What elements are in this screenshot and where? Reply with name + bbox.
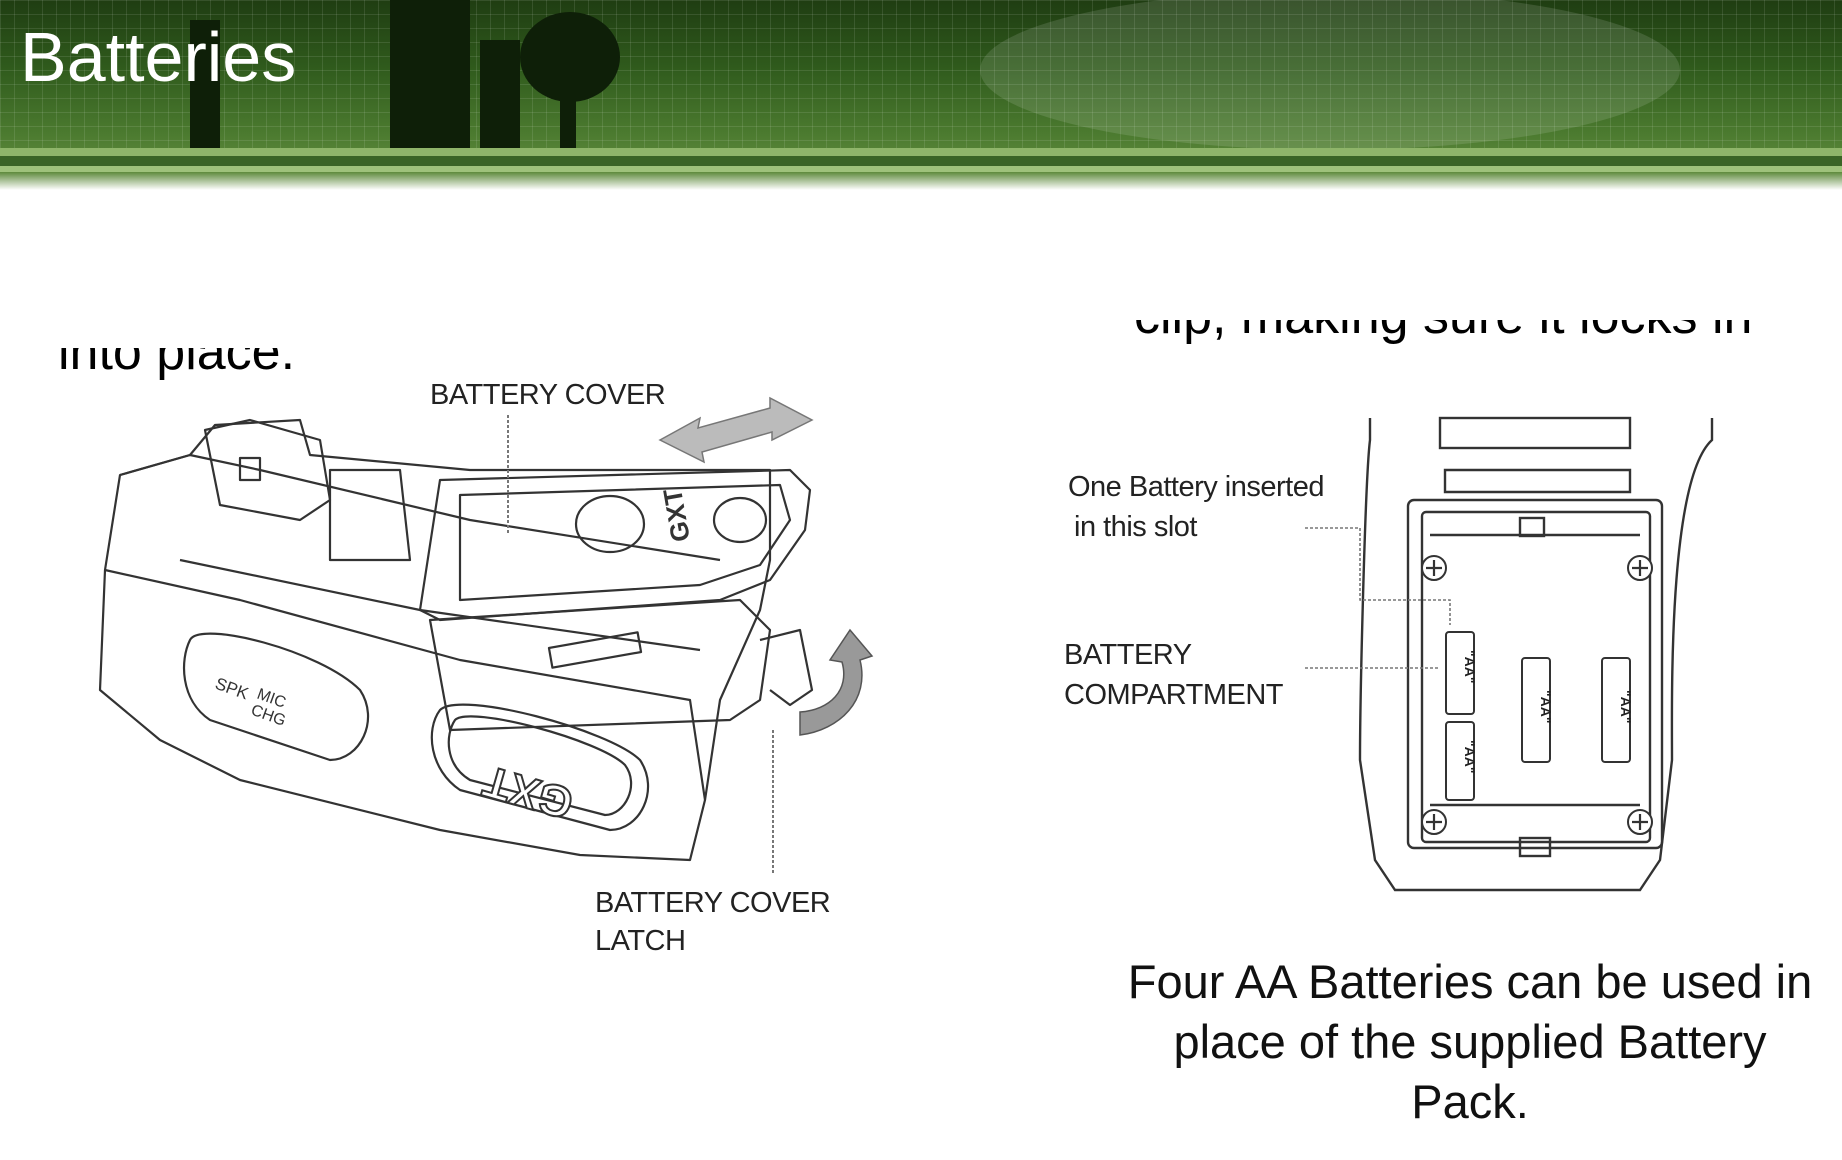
bottom-tab: [1518, 836, 1552, 858]
radio-back-outline: [1358, 418, 1714, 892]
cut-off-text-right-content: clip, making sure it locks in: [1134, 320, 1752, 345]
banner-hill: [980, 0, 1680, 150]
city-silhouette-tree: [520, 12, 620, 102]
label-one-battery-slot-line1: One Battery inserted: [1068, 471, 1324, 503]
header-banner: Batteries: [0, 0, 1842, 190]
cut-off-text-left-content: into place.: [58, 348, 296, 381]
battery-tray-label: [547, 631, 643, 669]
battery-cover-latch: [759, 628, 814, 707]
aa-battery: [1445, 631, 1475, 715]
clip-area: [1443, 468, 1632, 494]
battery-marking: "AA": [1462, 650, 1478, 684]
label-battery-compartment-line1: BATTERY: [1064, 639, 1192, 671]
slide-double-arrow-icon: [658, 396, 814, 464]
label-battery-cover-latch-line1: BATTERY COVER: [595, 887, 831, 919]
top-tab: [1518, 516, 1546, 538]
radio-back-top-window: [1438, 416, 1632, 450]
city-silhouette-building: [390, 0, 470, 150]
radio-top-block-2: [328, 468, 412, 562]
banner-stripe: [0, 148, 1842, 156]
gxt-plate: [430, 703, 650, 832]
compartment-outer: [1406, 498, 1664, 850]
radio-top-slot: [238, 456, 262, 482]
label-battery-compartment-line2: COMPARTMENT: [1064, 679, 1283, 711]
battery-cover-hole: [574, 494, 646, 554]
aa-battery: [1601, 657, 1631, 763]
banner-stripe: [0, 156, 1842, 166]
city-silhouette-trunk: [560, 90, 576, 150]
latch-curved-arrow-icon: [799, 628, 874, 736]
label-battery-cover: BATTERY COVER: [430, 379, 666, 411]
compartment-inner: [1420, 510, 1652, 844]
battery-marking: "AA": [1538, 690, 1554, 724]
cut-off-text-left: into place.: [58, 348, 295, 382]
banner-stripe: [0, 166, 1842, 172]
radio-body-outline: [98, 418, 772, 862]
leader-line-slot: [1305, 527, 1451, 625]
battery-cover-inner: [458, 483, 792, 602]
city-silhouette-building: [480, 40, 520, 150]
battery-cover-hole-2: [712, 496, 768, 544]
gxt-plate-inner: [447, 715, 633, 817]
slide-title: Batteries: [20, 18, 297, 96]
radio-body-side-edge: [104, 568, 707, 801]
cut-off-text-right: clip, making sure it locks in: [1134, 320, 1794, 366]
label-battery-cover-latch-line2: LATCH: [595, 925, 686, 957]
battery-marking: "AA": [1462, 740, 1478, 774]
banner-grid-texture: [0, 0, 1842, 150]
jack-cover: [182, 632, 370, 762]
label-one-battery-slot-line2: in this slot: [1074, 511, 1197, 543]
aa-battery: [1521, 657, 1551, 763]
battery-cover-outline: [418, 468, 812, 622]
battery-marking: "AA": [1618, 690, 1634, 724]
city-silhouette-building: [190, 20, 220, 150]
slide-caption: Four AA Batteries can be used in place o…: [1127, 955, 1813, 1128]
aa-battery: [1445, 721, 1475, 801]
banner-stripe: [0, 172, 1842, 190]
